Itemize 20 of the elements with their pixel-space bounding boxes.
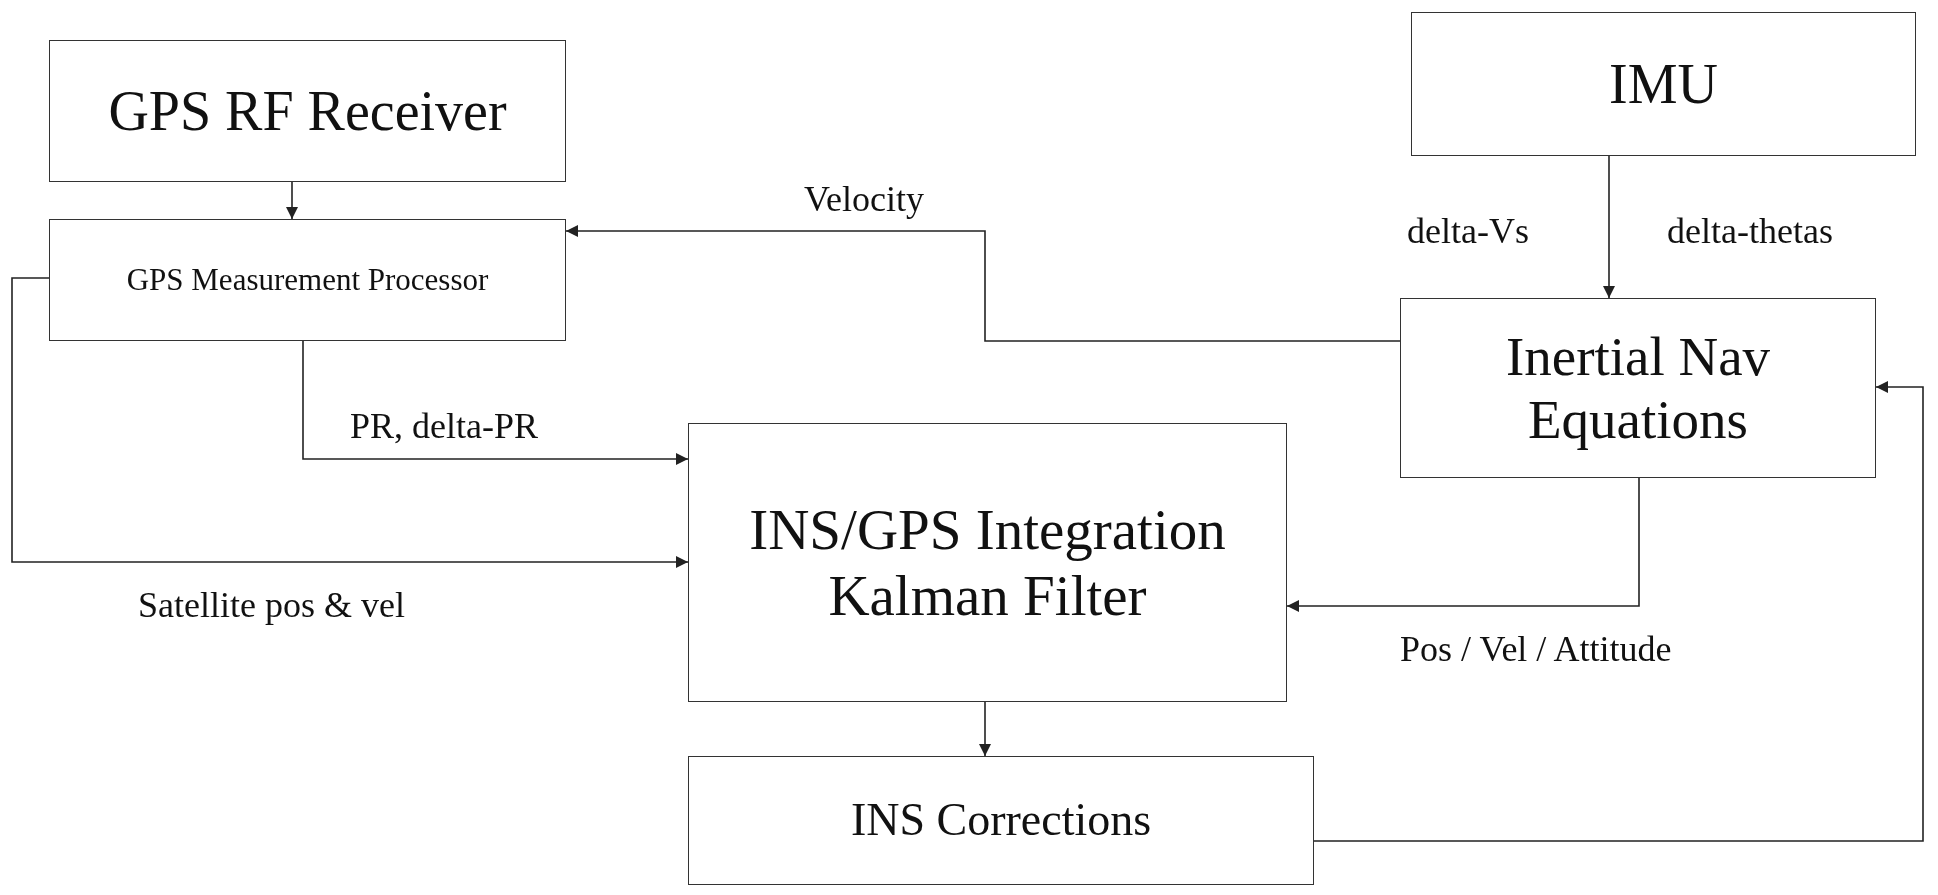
box-label: GPS Measurement Processor xyxy=(126,262,489,298)
arrow xyxy=(1603,155,1615,299)
arrow xyxy=(286,181,298,220)
box-label: INS Corrections xyxy=(850,794,1152,847)
arrow xyxy=(11,277,689,568)
arrow xyxy=(565,225,1401,342)
process-box xyxy=(1400,298,1876,478)
box-label: Inertial Nav Equations xyxy=(1504,324,1772,452)
box-label: IMU xyxy=(1609,51,1718,117)
arrow xyxy=(1286,477,1640,612)
process-box xyxy=(49,219,566,341)
arrow xyxy=(1313,381,1924,842)
process-box xyxy=(688,756,1314,885)
arrow xyxy=(302,340,689,465)
process-box xyxy=(1411,12,1916,156)
arrow xyxy=(979,701,991,757)
box-label: GPS RF Receiver xyxy=(108,78,507,144)
process-box xyxy=(688,423,1287,702)
box-label: INS/GPS Integration Kalman Filter xyxy=(748,496,1227,629)
process-box xyxy=(49,40,566,182)
